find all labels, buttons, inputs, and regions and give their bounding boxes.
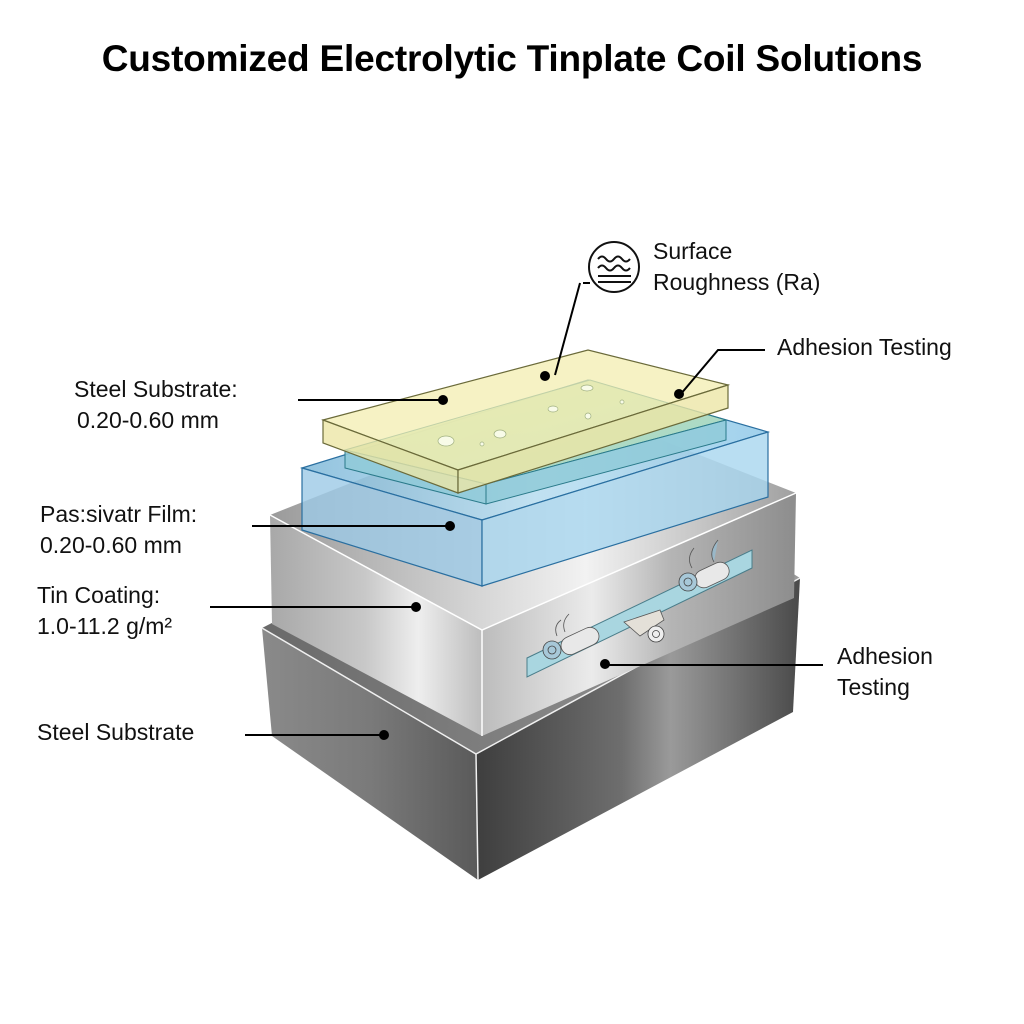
water-droplets: [437, 384, 625, 447]
label-passivation-film-line2: 0.20-0.60 mm: [40, 532, 182, 558]
label-steel-substrate-top-line1: Steel Substrate:: [74, 376, 238, 402]
adhesion-tape-strip: [526, 539, 753, 678]
label-surface-roughness: Surface Roughness (Ra): [653, 236, 820, 298]
diagram-title: Customized Electrolytic Tinplate Coil So…: [101, 38, 923, 79]
label-tin-coating-line2: 1.0-11.2 g/m²: [37, 613, 173, 639]
label-surface-roughness-line1: Surface: [653, 238, 733, 264]
leader-lines: [210, 282, 823, 736]
label-steel-substrate-top: Steel Substrate: 0.20-0.60 mm: [74, 374, 238, 436]
surface-roughness-icon: [588, 241, 640, 293]
label-adhesion-testing-top: Adhesion Testing: [777, 334, 952, 360]
label-steel-substrate-bottom: Steel Substrate: [37, 719, 195, 745]
tape-roll-right: [678, 539, 730, 592]
label-steel-substrate-top-line2: 0.20-0.60 mm: [77, 407, 219, 433]
label-adhesion-side-line2: Testing: [837, 674, 910, 700]
leader-dots: [379, 371, 684, 740]
label-tin-coating: Tin Coating: 1.0-11.2 g/m²: [37, 580, 172, 642]
substrate-right-face: [476, 578, 800, 880]
label-passivation-film-line1: Pas:sivatr Film:: [40, 501, 198, 527]
leader-surface-roughness: [554, 282, 581, 376]
leader-adhesion-top: [679, 349, 765, 396]
top-yellow-layer: [321, 349, 731, 494]
tin-left-face: [270, 515, 482, 736]
label-tin-coating-line1: Tin Coating:: [37, 582, 161, 608]
label-adhesion-testing-side: Adhesion Testing: [837, 641, 933, 703]
label-surface-roughness-line2: Roughness (Ra): [653, 269, 821, 295]
label-adhesion-side-line1: Adhesion: [837, 643, 933, 669]
tape-roll-left: [542, 613, 600, 660]
label-passivation-film: Pas:sivatr Film: 0.20-0.60 mm: [40, 499, 197, 561]
substrate-left-face: [262, 628, 478, 880]
tape-peel-middle: [623, 609, 665, 643]
